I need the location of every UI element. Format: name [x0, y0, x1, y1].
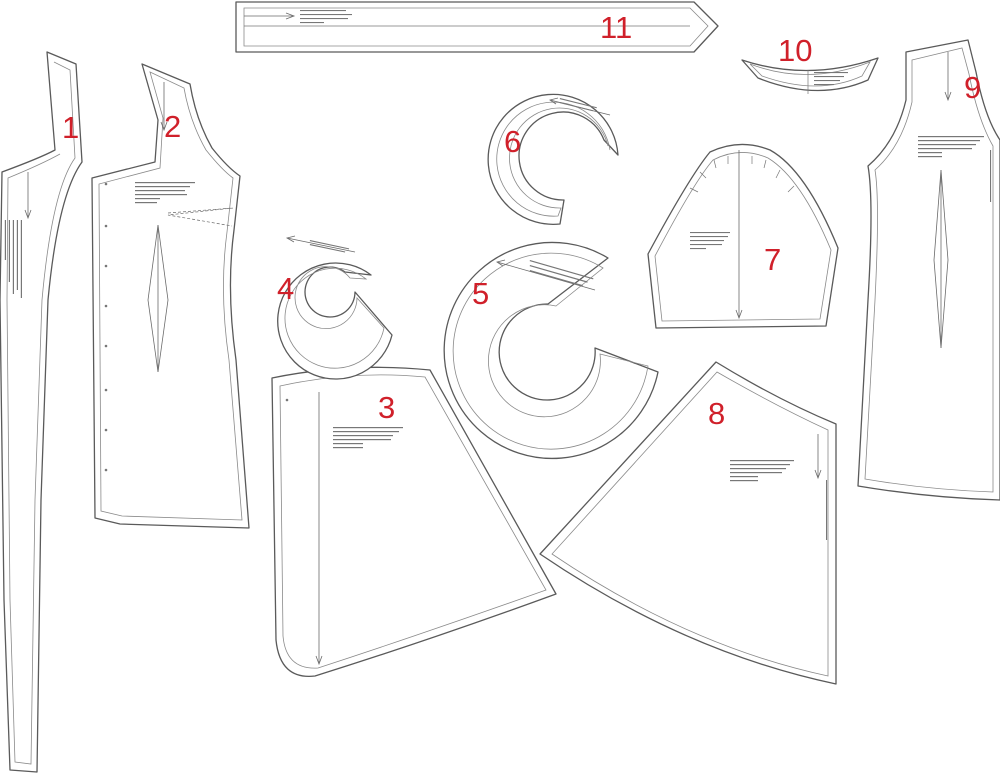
grain-arrow: [496, 261, 596, 291]
pattern-piece-9: 9: [857, 39, 1000, 501]
piece-number-1: 1: [62, 110, 79, 145]
pattern-piece-11: 11: [235, 1, 719, 53]
pattern-piece-8: 8: [539, 361, 837, 685]
piece-number-3: 3: [378, 390, 395, 425]
pattern-piece-5: 5: [443, 241, 659, 460]
pattern-piece-7: 7: [647, 143, 839, 329]
piece-number-8: 8: [708, 396, 725, 431]
pattern-piece-1: 1: [0, 51, 83, 773]
piece-number-10: 10: [778, 33, 812, 68]
piece-number-9: 9: [964, 70, 981, 105]
pattern-piece-4: 4: [277, 235, 393, 380]
piece-number-4: 4: [277, 271, 294, 306]
piece-number-7: 7: [764, 242, 781, 277]
pattern-piece-6: 6: [487, 93, 619, 226]
piece-number-5: 5: [472, 276, 489, 311]
piece-number-2: 2: [164, 109, 181, 144]
piece-number-6: 6: [504, 124, 521, 159]
pattern-piece-2: 2: [91, 63, 250, 529]
pattern-piece-10: 10: [741, 33, 879, 94]
piece-number-11: 11: [600, 10, 632, 45]
grain-arrow: [286, 237, 356, 253]
